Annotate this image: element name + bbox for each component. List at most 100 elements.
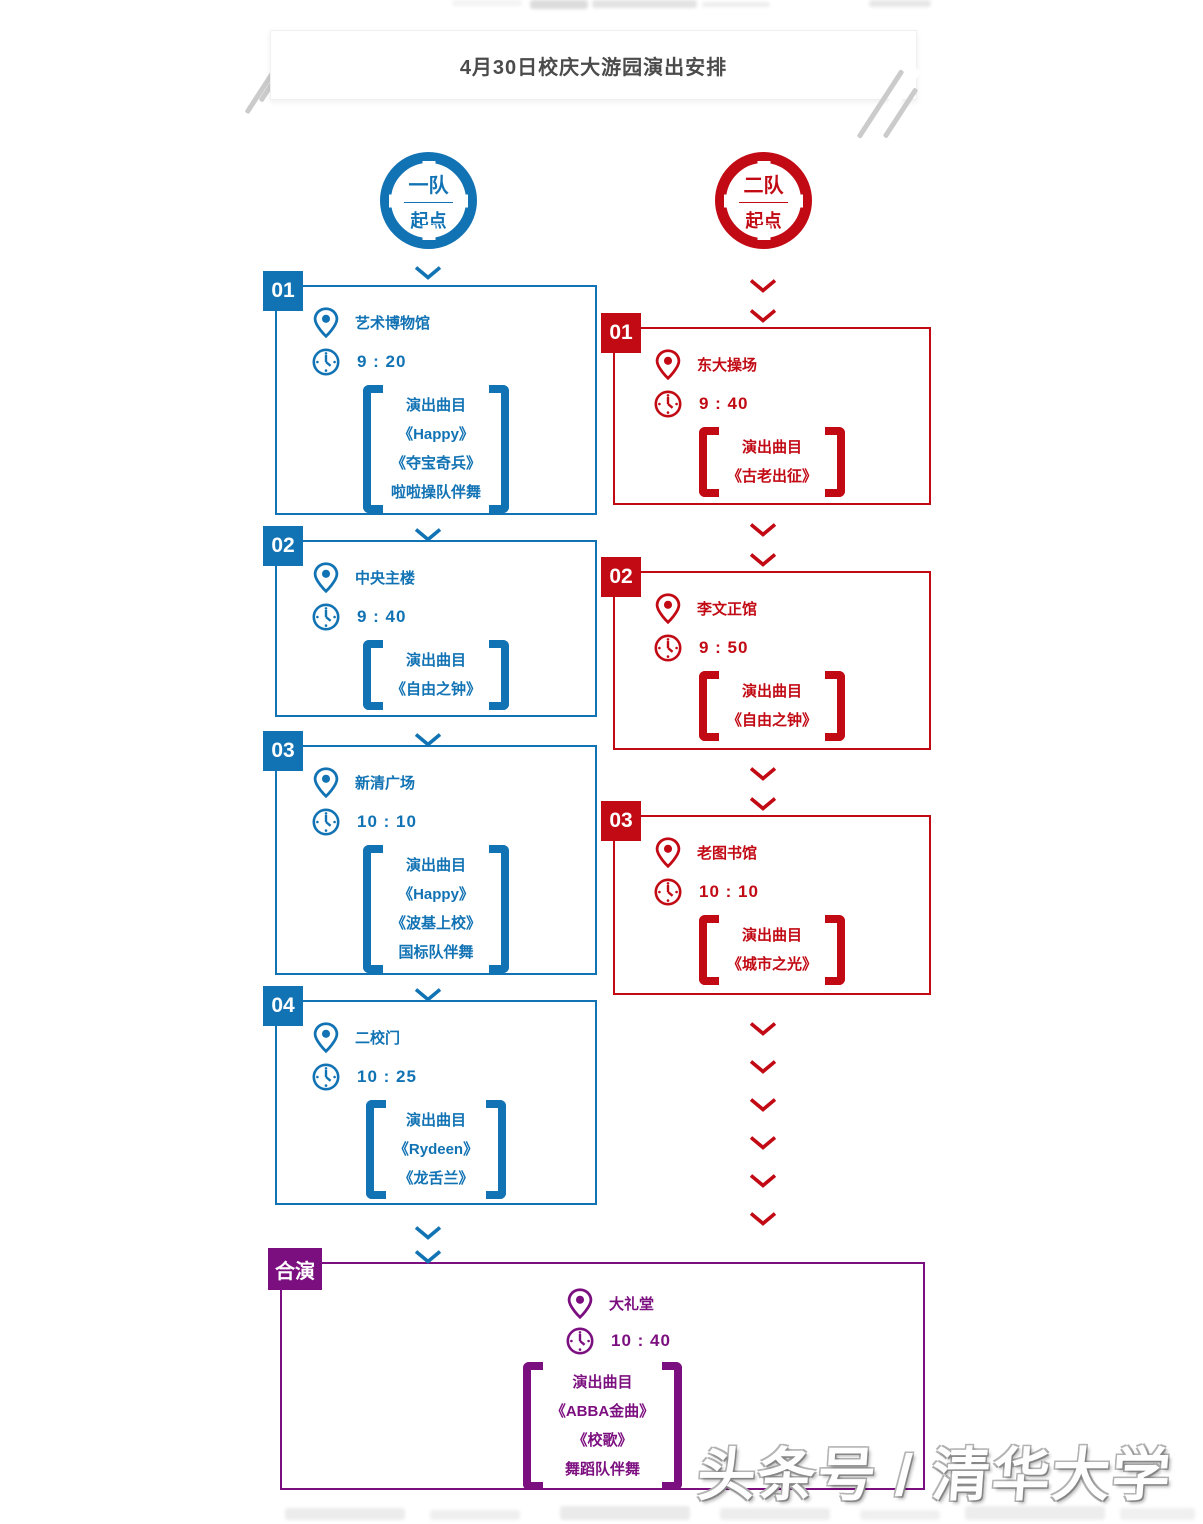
location-label: 大礼堂	[609, 1296, 655, 1313]
cropped-content-fragment	[860, 1510, 940, 1520]
team2-start-label: 起点	[745, 210, 782, 231]
program-title: 演出曲目	[572, 1374, 633, 1391]
program-song: 啦啦操队伴舞	[390, 484, 481, 501]
team1-start-marker: 一队 起点	[380, 152, 477, 249]
program-list: 演出曲目 《Rydeen》 《龙舌兰》	[365, 1100, 507, 1199]
program-list: 演出曲目 《自由之钟》	[698, 671, 846, 741]
clock-icon	[311, 347, 341, 377]
team1-stop2-card: 02 中央主楼 9 : 40 演出曲目 《自由之钟》	[263, 526, 597, 717]
stop-number-badge: 01	[263, 271, 303, 311]
location-label: 中央主楼	[355, 570, 416, 587]
chevron-down-icon	[414, 266, 442, 280]
program-list: 演出曲目 《Happy》 《夺宝奇兵》 啦啦操队伴舞	[362, 385, 510, 513]
chevron-down-icon	[749, 1174, 777, 1188]
cropped-content-fragment	[965, 1506, 1105, 1520]
location-pin-icon	[655, 349, 681, 380]
location-label: 李文正馆	[697, 601, 758, 618]
program-song: 《波基上校》	[390, 915, 481, 932]
location-row: 大礼堂	[567, 1288, 923, 1319]
finale-card: 合演 大礼堂 10 : 40 演出曲目 《ABBA金曲》 《校歌》 舞蹈队伴舞	[268, 1248, 925, 1490]
location-label: 新清广场	[355, 775, 416, 792]
time-row: 10 : 25	[313, 1061, 595, 1092]
cropped-content-fragment	[452, 0, 522, 6]
time-row: 10 : 10	[313, 806, 595, 837]
program-song: 《Rydeen》	[393, 1141, 479, 1158]
program-list: 演出曲目 《城市之光》	[698, 915, 846, 985]
time-label: 10 : 25	[357, 1066, 417, 1086]
stop-number-badge: 02	[601, 557, 641, 597]
program-song: 《校歌》	[572, 1432, 633, 1449]
stop-number-badge: 02	[263, 526, 303, 566]
cropped-content-fragment	[560, 1506, 690, 1520]
team2-stop3-card: 03 老图书馆 10 : 10 演出曲目 《城市之光》	[601, 801, 931, 995]
program-list: 演出曲目 《Happy》 《波基上校》 国标队伴舞	[362, 845, 510, 973]
cropped-content-fragment	[285, 1508, 405, 1520]
program-song: 《ABBA金曲》	[550, 1403, 655, 1420]
team1-stop4-card: 04 二校门 10 : 25 演出曲目 《Rydeen》 《龙舌兰》	[263, 986, 597, 1205]
team2-stop1-card: 01 东大操场 9 : 40 演出曲目 《古老出征》	[601, 313, 931, 505]
chevron-down-icon	[749, 1060, 777, 1074]
chevron-down-icon	[749, 797, 777, 811]
stop-number-badge: 03	[263, 731, 303, 771]
program-title: 演出曲目	[405, 652, 466, 669]
program-song: 《夺宝奇兵》	[390, 455, 481, 472]
location-label: 艺术博物馆	[355, 315, 431, 332]
program-list: 演出曲目 《ABBA金曲》 《校歌》 舞蹈队伴舞	[522, 1362, 683, 1490]
time-row: 10 : 40	[567, 1325, 923, 1356]
header-banner: 4月30日校庆大游园演出安排	[270, 30, 917, 100]
program-list: 演出曲目 《自由之钟》	[362, 640, 510, 710]
program-title: 演出曲目	[741, 927, 802, 944]
team2-stop2-card: 02 李文正馆 9 : 50 演出曲目 《自由之钟》	[601, 557, 931, 750]
chevron-down-icon	[414, 1226, 442, 1240]
program-song: 《城市之光》	[726, 956, 817, 973]
page-title: 4月30日校庆大游园演出安排	[459, 56, 728, 79]
clock-icon	[653, 877, 683, 907]
chevron-down-icon	[749, 279, 777, 293]
finale-badge: 合演	[268, 1248, 322, 1290]
time-row: 9 : 40	[313, 601, 595, 632]
chevron-down-icon	[749, 523, 777, 537]
team2-start-marker: 二队 起点	[715, 152, 812, 249]
time-label: 9 : 40	[357, 606, 407, 626]
chevron-down-icon	[749, 1212, 777, 1226]
location-row: 艺术博物馆	[313, 307, 595, 338]
team1-name: 一队	[402, 169, 455, 203]
location-row: 新清广场	[313, 767, 595, 798]
time-row: 9 : 40	[655, 388, 929, 419]
program-song: 国标队伴舞	[398, 944, 474, 961]
location-pin-icon	[313, 767, 339, 798]
watermark-text: 头条号 / 清华大学	[695, 1443, 1175, 1508]
location-pin-icon	[567, 1288, 593, 1319]
program-song: 《古老出征》	[726, 468, 817, 485]
clock-icon	[311, 602, 341, 632]
team1-start-label: 起点	[410, 210, 447, 231]
team1-stop3-card: 03 新清广场 10 : 10 演出曲目 《Happy》 《波基上校》 国标队伴…	[263, 731, 597, 975]
cropped-content-fragment	[530, 0, 588, 9]
clock-icon	[311, 1062, 341, 1092]
program-title: 演出曲目	[741, 683, 802, 700]
program-song: 《自由之钟》	[390, 681, 481, 698]
location-pin-icon	[313, 562, 339, 593]
location-row: 老图书馆	[655, 837, 929, 868]
time-label: 10 : 10	[357, 811, 417, 831]
location-pin-icon	[313, 307, 339, 338]
chevron-down-icon	[749, 309, 777, 323]
clock-icon	[565, 1326, 595, 1356]
cropped-content-fragment	[869, 0, 931, 7]
location-label: 东大操场	[697, 357, 758, 374]
chevron-down-icon	[749, 1022, 777, 1036]
location-row: 李文正馆	[655, 593, 929, 624]
chevron-down-icon	[414, 1250, 442, 1264]
chevron-down-icon	[749, 767, 777, 781]
location-row: 中央主楼	[313, 562, 595, 593]
clock-icon	[653, 633, 683, 663]
location-label: 二校门	[355, 1030, 401, 1047]
program-list: 演出曲目 《古老出征》	[698, 427, 846, 497]
clock-icon	[311, 807, 341, 837]
time-row: 9 : 20	[313, 346, 595, 377]
chevron-down-icon	[749, 1136, 777, 1150]
program-title: 演出曲目	[405, 857, 466, 874]
location-row: 东大操场	[655, 349, 929, 380]
location-row: 二校门	[313, 1022, 595, 1053]
